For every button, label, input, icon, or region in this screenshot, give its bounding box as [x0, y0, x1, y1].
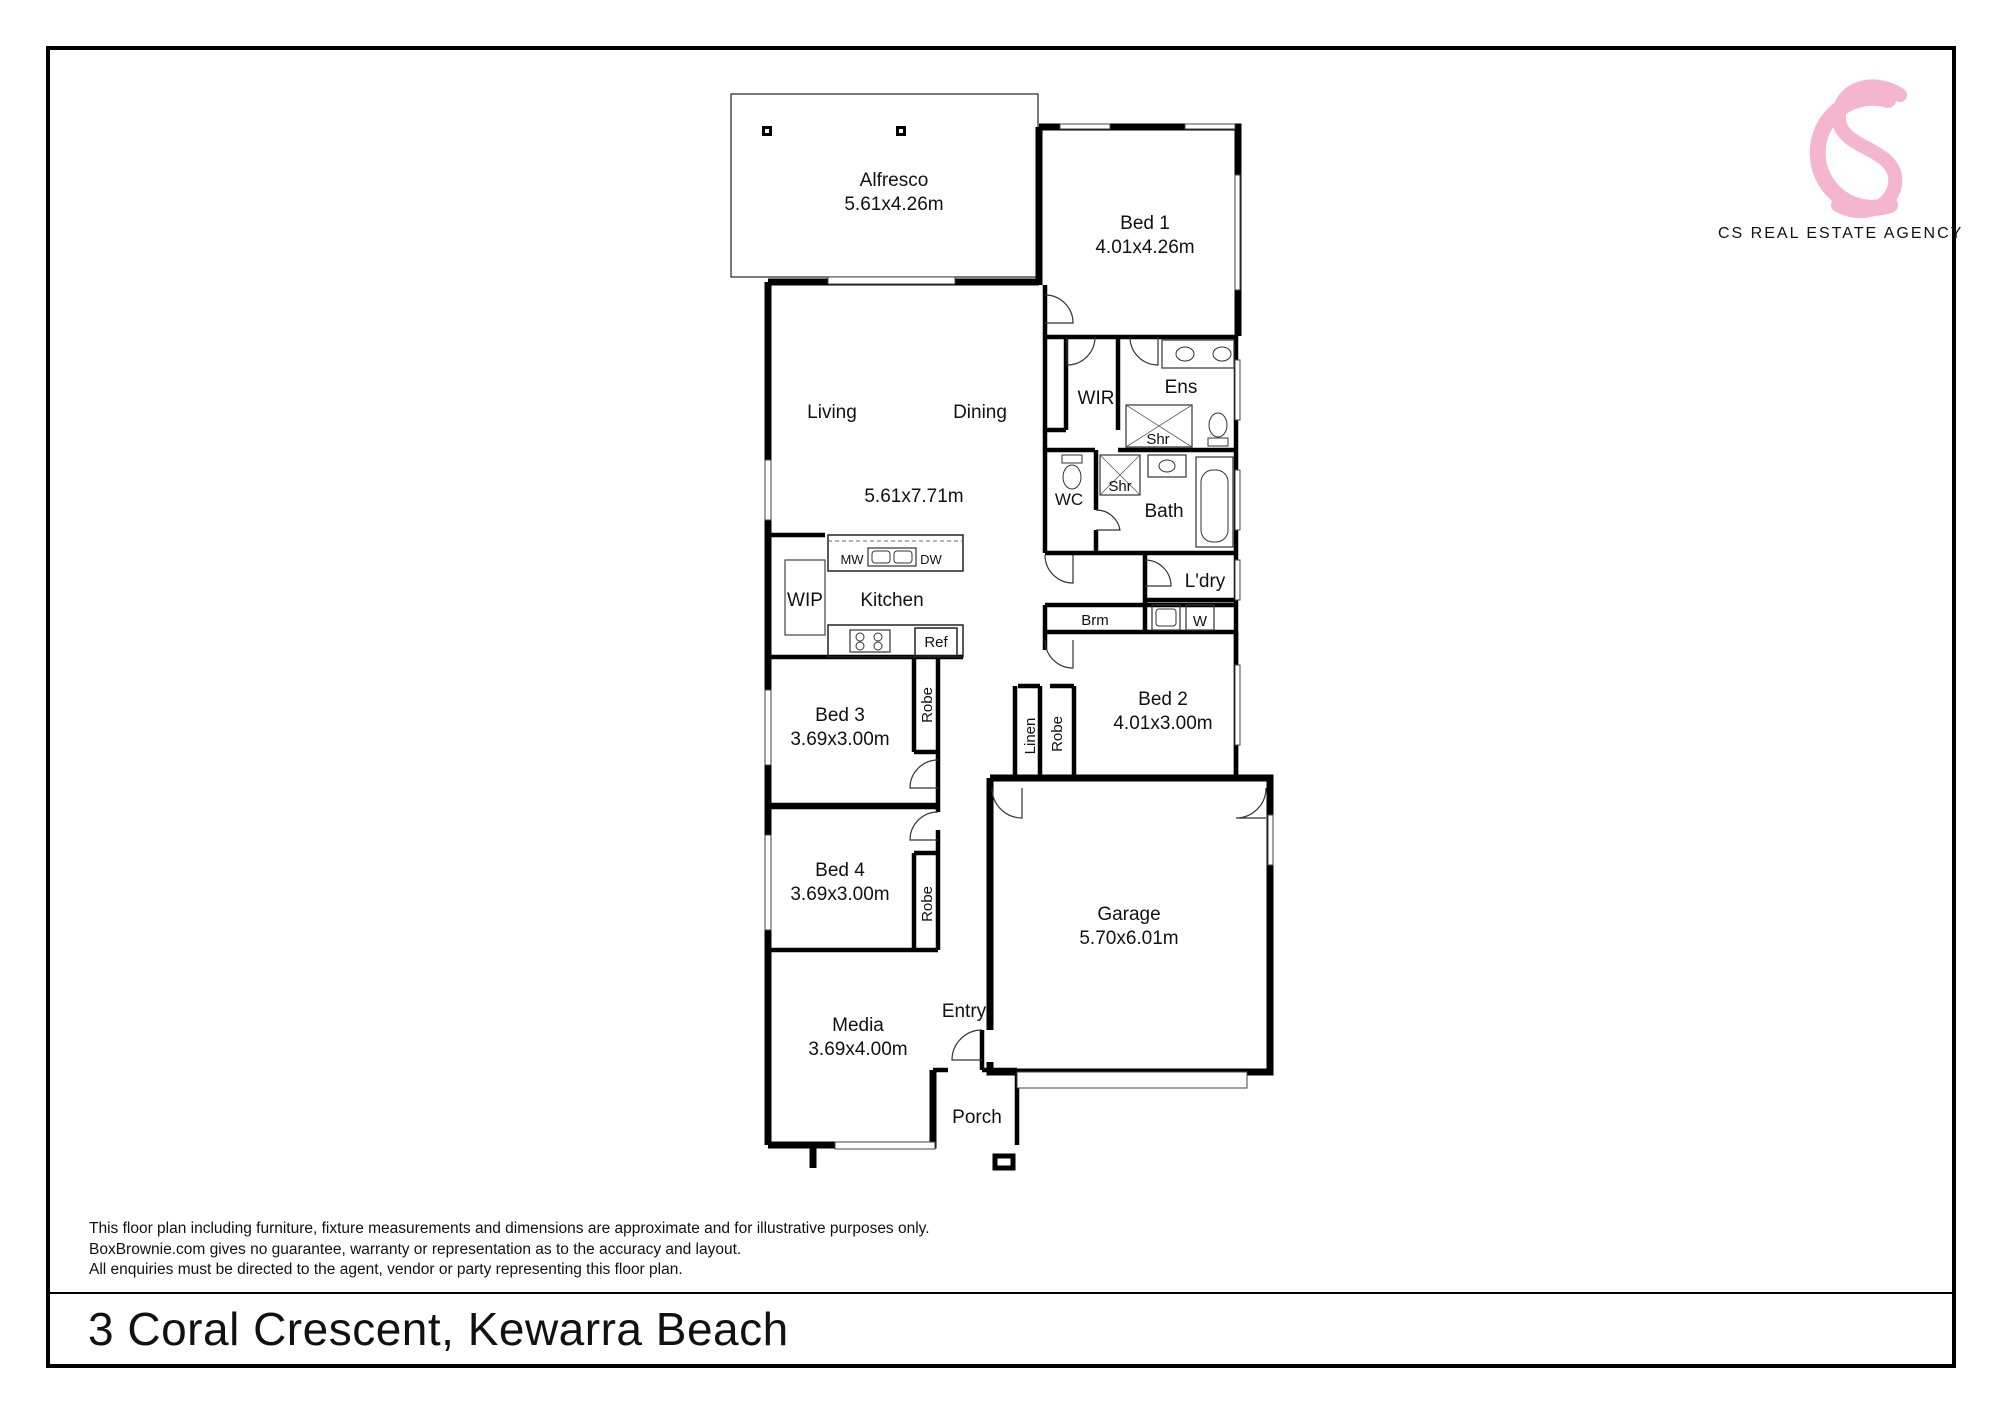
label-alfresco: Alfresco [860, 170, 929, 191]
label-bed4-robe: Robe [919, 886, 936, 922]
label-wir: WIR [1078, 388, 1115, 409]
disclaimer: This floor plan including furniture, fix… [89, 1219, 930, 1281]
ens-toilet [1208, 412, 1228, 438]
title-divider [46, 1292, 1956, 1294]
wip-shelf [784, 559, 826, 636]
kitchen-island [827, 534, 964, 572]
label-ref: Ref [924, 634, 948, 651]
page-frame [46, 46, 1956, 1368]
label-bath-shr: Shr [1108, 478, 1131, 495]
size-bed4: 3.69x3.00m [790, 884, 889, 905]
ens-shower [1125, 404, 1193, 448]
label-media: Media [832, 1015, 884, 1036]
label-laundry-w: W [1193, 613, 1208, 630]
size-garage: 5.70x6.01m [1079, 928, 1178, 949]
disclaimer-line: BoxBrownie.com gives no guarantee, warra… [89, 1240, 742, 1258]
property-address: 3 Coral Crescent, Kewarra Beach [88, 1303, 789, 1355]
label-garage: Garage [1097, 904, 1160, 925]
label-linen: Linen [1022, 718, 1039, 755]
label-ens: Ens [1165, 377, 1198, 398]
label-wip: WIP [787, 590, 823, 611]
label-entry: Entry [942, 1001, 987, 1022]
label-kitchen: Kitchen [860, 590, 923, 611]
size-bed1: 4.01x4.26m [1095, 237, 1194, 258]
label-mw: MW [840, 552, 864, 567]
size-bed3: 3.69x3.00m [790, 729, 889, 750]
label-bed2-robe: Robe [1049, 716, 1066, 752]
size-living: 5.61x7.71m [864, 486, 963, 507]
label-bed3-robe: Robe [919, 687, 936, 723]
size-bed2: 4.01x3.00m [1113, 713, 1212, 734]
doors [909, 294, 1267, 1061]
label-dining: Dining [953, 402, 1007, 423]
size-media: 3.69x4.00m [808, 1039, 907, 1060]
label-ens-shr: Shr [1146, 431, 1169, 448]
bath-vanity [1147, 454, 1187, 478]
bathtub [1195, 456, 1234, 548]
label-bed2: Bed 2 [1138, 689, 1188, 710]
agency-logo [1809, 79, 1907, 219]
kitchen-sink [867, 547, 917, 567]
label-bath: Bath [1144, 501, 1183, 522]
disclaimer-line: This floor plan including furniture, fix… [89, 1220, 930, 1237]
label-bed3: Bed 3 [815, 705, 865, 726]
label-wc: WC [1055, 490, 1083, 509]
kitchen-back-bench [827, 624, 964, 658]
label-laundry: L'dry [1185, 571, 1226, 592]
windows [764, 123, 1274, 1150]
label-dw: DW [920, 552, 942, 567]
label-brm: Brm [1081, 612, 1109, 629]
label-porch: Porch [952, 1107, 1002, 1128]
label-bed1: Bed 1 [1120, 213, 1170, 234]
agency-name: CS REAL ESTATE AGENCY [1718, 225, 1964, 242]
label-living: Living [807, 402, 857, 423]
wc-toilet [1062, 464, 1082, 490]
bath-shower [1099, 454, 1141, 496]
disclaimer-line: All enquiries must be directed to the ag… [89, 1261, 683, 1278]
washing-machine [1185, 604, 1215, 631]
cooktop [849, 629, 891, 653]
size-alfresco: 5.61x4.26m [844, 194, 943, 215]
laundry-tub [1151, 604, 1181, 631]
ens-vanity [1161, 339, 1235, 369]
label-bed4: Bed 4 [815, 860, 865, 881]
fridge [914, 627, 958, 657]
